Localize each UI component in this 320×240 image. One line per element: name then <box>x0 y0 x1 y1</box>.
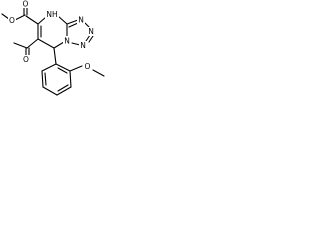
bond-c6-to-acetyl-carbon <box>26 38 39 49</box>
tetrazole-n2-label: N <box>80 41 86 50</box>
tetrazole-ring <box>66 19 94 46</box>
bond-acetyl-to-methyl <box>13 42 28 49</box>
pyrimidine-ring <box>37 15 68 49</box>
acetyl-group <box>13 38 39 57</box>
bond-benzene-5 <box>41 70 44 88</box>
chemical-structure-diagram: O O NH N N N N O O <box>1 0 105 96</box>
methoxyphenyl-group <box>41 47 105 96</box>
tetrazole-n3-label: N <box>88 27 94 36</box>
bond-n-fused-to-c7 <box>53 41 65 49</box>
bond-benzene-2 <box>69 70 72 88</box>
bond-benzene-inner-1 <box>57 67 68 74</box>
atom-labels: O O NH N N N N O O <box>8 0 95 71</box>
bond-methyl-to-ester-oxygen <box>1 13 10 20</box>
tetrazole-n4-label: N <box>78 16 84 25</box>
bond-c7-to-aryl <box>53 47 57 65</box>
tetrazole-n1-label: N <box>64 37 70 46</box>
bond-benzene-6 <box>41 63 57 72</box>
ketone-oxygen-label: O <box>23 55 29 64</box>
bond-c5-to-nh <box>37 16 47 25</box>
ester-carbonyl-oxygen-label: O <box>23 0 29 9</box>
bond-benzene-inner-2 <box>57 84 69 92</box>
bond-n3-to-n2-double <box>88 35 94 43</box>
bond-methoxy-oxygen-to-methyl <box>92 69 105 77</box>
bond-n2-to-n1 <box>71 42 81 46</box>
bond-c-fused-to-n4-double <box>68 22 79 28</box>
bond-ester-oxygen-to-carbonyl <box>14 14 26 21</box>
ester-oxygen-label: O <box>9 16 15 25</box>
methyl-ester-group <box>1 5 39 25</box>
bond-c-fused-to-n4 <box>66 19 79 25</box>
bond-c7-to-c6 <box>37 38 55 49</box>
bond-benzene-1 <box>55 63 71 72</box>
ring-nh-label: NH <box>46 10 57 19</box>
bond-benzene-3 <box>56 86 72 96</box>
bond-carbonyl-to-ring <box>25 15 39 25</box>
bond-benzene-4 <box>42 86 58 96</box>
bond-benzene-inner-3 <box>44 72 47 86</box>
bond-aryl-to-methoxy-oxygen <box>69 65 83 72</box>
bond-nh-to-c-fused <box>57 15 68 25</box>
methoxy-oxygen-label: O <box>85 62 91 71</box>
